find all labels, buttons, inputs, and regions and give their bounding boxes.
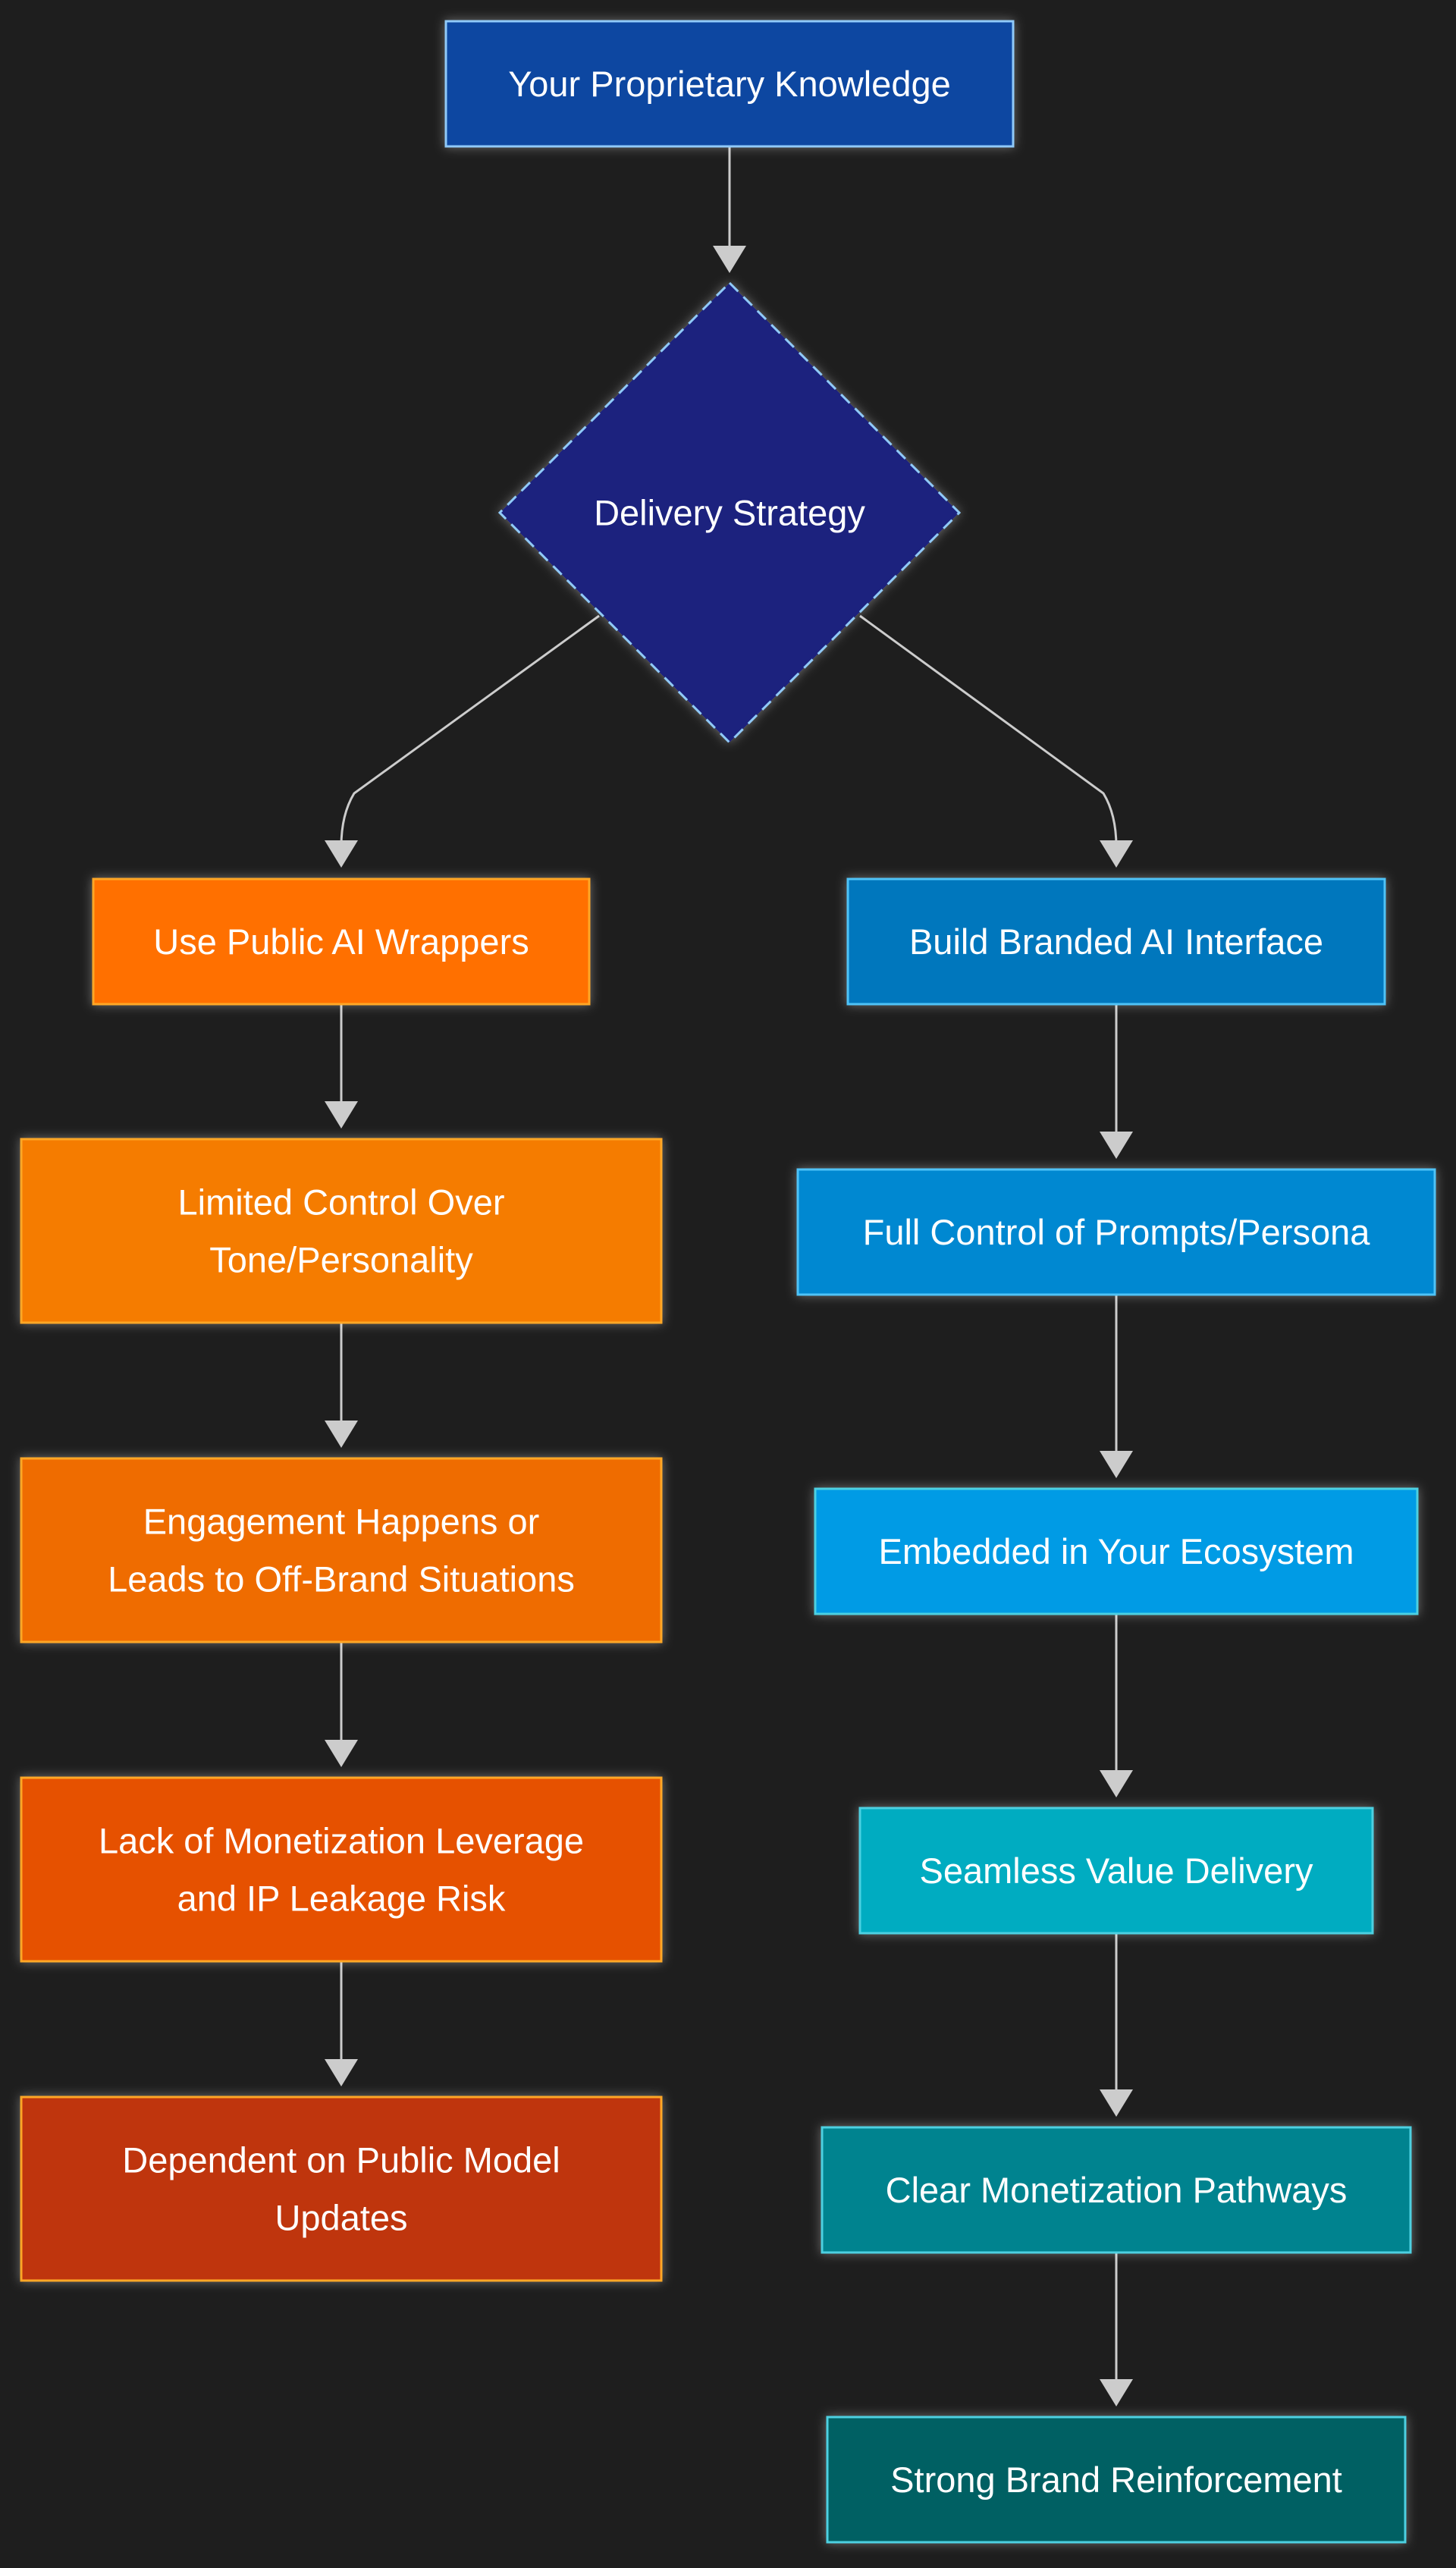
left-node-1-box (92, 877, 591, 1006)
edge-root-to-decision-arrowhead (713, 246, 746, 273)
edge-left-1-to-2-arrowhead (325, 1101, 358, 1129)
edge-left-4-to-5-arrowhead (325, 2059, 358, 2086)
right-node-6-box (826, 2416, 1407, 2544)
left-node-3-box (20, 1457, 663, 1643)
edge-left-2-to-3-arrowhead (325, 1421, 358, 1448)
left-node-1-label: Use Public AI Wrappers (153, 921, 529, 962)
edge-left-3-to-4-arrowhead (325, 1740, 358, 1767)
edge-right-3-to-4-arrowhead (1100, 1770, 1133, 1797)
root-node-box (444, 20, 1015, 148)
right-node-1-label: Build Branded AI Interface (909, 921, 1323, 962)
edge-right-4-to-5-arrowhead (1100, 2089, 1133, 2117)
left-node-5-label-line-1: Dependent on Public Model (122, 2140, 560, 2180)
right-node-4-label: Seamless Value Delivery (920, 1851, 1313, 1891)
edge-decision-to-left (340, 614, 600, 847)
left-node-4: Lack of Monetization Leverage and IP Leak… (20, 1776, 663, 1963)
right-node-1-box (846, 877, 1386, 1006)
decision-node: Delivery Strategy (497, 281, 962, 745)
right-node-3: Embedded in Your Ecosystem (814, 1487, 1419, 1615)
right-node-6-label: Strong Brand Reinforcement (890, 2460, 1342, 2500)
left-node-3-label-line-2: Leads to Off-Brand Situations (108, 1559, 575, 1600)
left-node-2-label-line-2: Tone/Personality (209, 1240, 473, 1280)
right-node-1: Build Branded AI Interface (846, 877, 1386, 1006)
right-node-6: Strong Brand Reinforcement (826, 2416, 1407, 2544)
root-node-label: Your Proprietary Knowledge (508, 64, 951, 104)
edge-decision-to-right (859, 614, 1118, 847)
left-node-3: Engagement Happens or Leads to Off-Brand … (20, 1457, 663, 1643)
right-node-5-label: Clear Monetization Pathways (886, 2170, 1348, 2210)
left-node-2-box (20, 1138, 663, 1324)
right-node-3-box (814, 1487, 1419, 1615)
left-node-5-label-line-2: Updates (275, 2198, 407, 2238)
right-node-4: Seamless Value Delivery (858, 1807, 1374, 1935)
left-node-3-label-line-1: Engagement Happens or (143, 1502, 540, 1542)
edge-right-2-to-3-arrowhead (1100, 1451, 1133, 1478)
right-node-2-label: Full Control of Prompts/Persona (863, 1212, 1371, 1252)
edge-decision-to-left-arrowhead (325, 840, 358, 868)
diagram-edges (325, 146, 1133, 2406)
right-node-2-box (796, 1168, 1436, 1296)
left-node-4-box (20, 1776, 663, 1963)
right-node-4-box (858, 1807, 1374, 1935)
decision-node-shape (497, 281, 962, 745)
right-node-5: Clear Monetization Pathways (821, 2126, 1412, 2254)
root-node: Your Proprietary Knowledge (444, 20, 1015, 148)
right-node-3-label: Embedded in Your Ecosystem (878, 1531, 1354, 1571)
right-node-5-box (821, 2126, 1412, 2254)
left-node-1: Use Public AI Wrappers (92, 877, 591, 1006)
left-node-2-label-line-1: Limited Control Over (178, 1182, 505, 1223)
right-node-2: Full Control of Prompts/Persona (796, 1168, 1436, 1296)
left-node-4-label-line-2: and IP Leakage Risk (177, 1879, 506, 1919)
decision-node-label: Delivery Strategy (594, 493, 865, 533)
edge-right-5-to-6-arrowhead (1100, 2379, 1133, 2406)
left-node-5-box (20, 2096, 663, 2282)
edge-right-1-to-2-arrowhead (1100, 1132, 1133, 1159)
left-node-4-label-line-1: Lack of Monetization Leverage (99, 1821, 584, 1861)
edge-decision-to-right-arrowhead (1100, 840, 1133, 868)
